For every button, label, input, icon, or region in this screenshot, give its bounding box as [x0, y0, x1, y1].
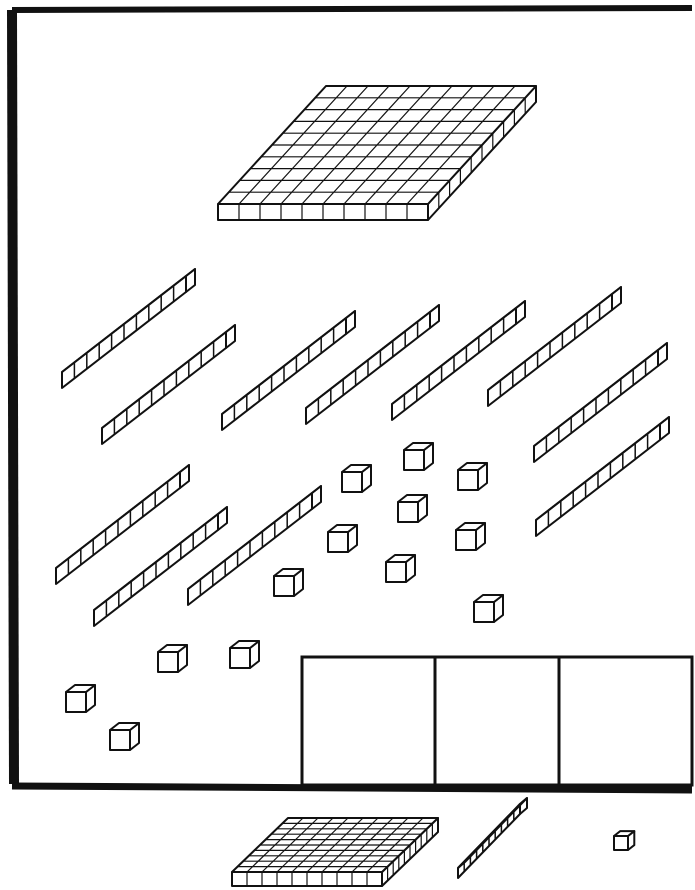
- unit-cube: [458, 463, 487, 490]
- unit-cube: [66, 685, 95, 712]
- unit-cube-icon: [614, 831, 634, 850]
- answer-box-2[interactable]: [435, 657, 559, 785]
- answer-boxes: [302, 657, 692, 785]
- unit-cube: [342, 465, 371, 492]
- unit-cube: [386, 555, 415, 582]
- unit-cube: [404, 443, 433, 470]
- rod-block: [306, 305, 439, 424]
- unit-cube: [328, 525, 357, 552]
- unit-cube: [474, 595, 503, 622]
- rod-block: [392, 301, 525, 420]
- answer-box-3[interactable]: [559, 657, 692, 785]
- unit-cube: [398, 495, 427, 522]
- unit-cube: [158, 645, 187, 672]
- rod-icon: [458, 798, 527, 878]
- unit-cube: [274, 569, 303, 596]
- rod-block: [488, 287, 621, 406]
- unit-cube: [456, 523, 485, 550]
- unit-cube: [110, 723, 139, 750]
- answer-box-1[interactable]: [302, 657, 435, 785]
- flat-icon: [232, 818, 438, 886]
- rod-block: [222, 311, 355, 430]
- unit-cube: [230, 641, 259, 668]
- flat-block: [218, 86, 536, 220]
